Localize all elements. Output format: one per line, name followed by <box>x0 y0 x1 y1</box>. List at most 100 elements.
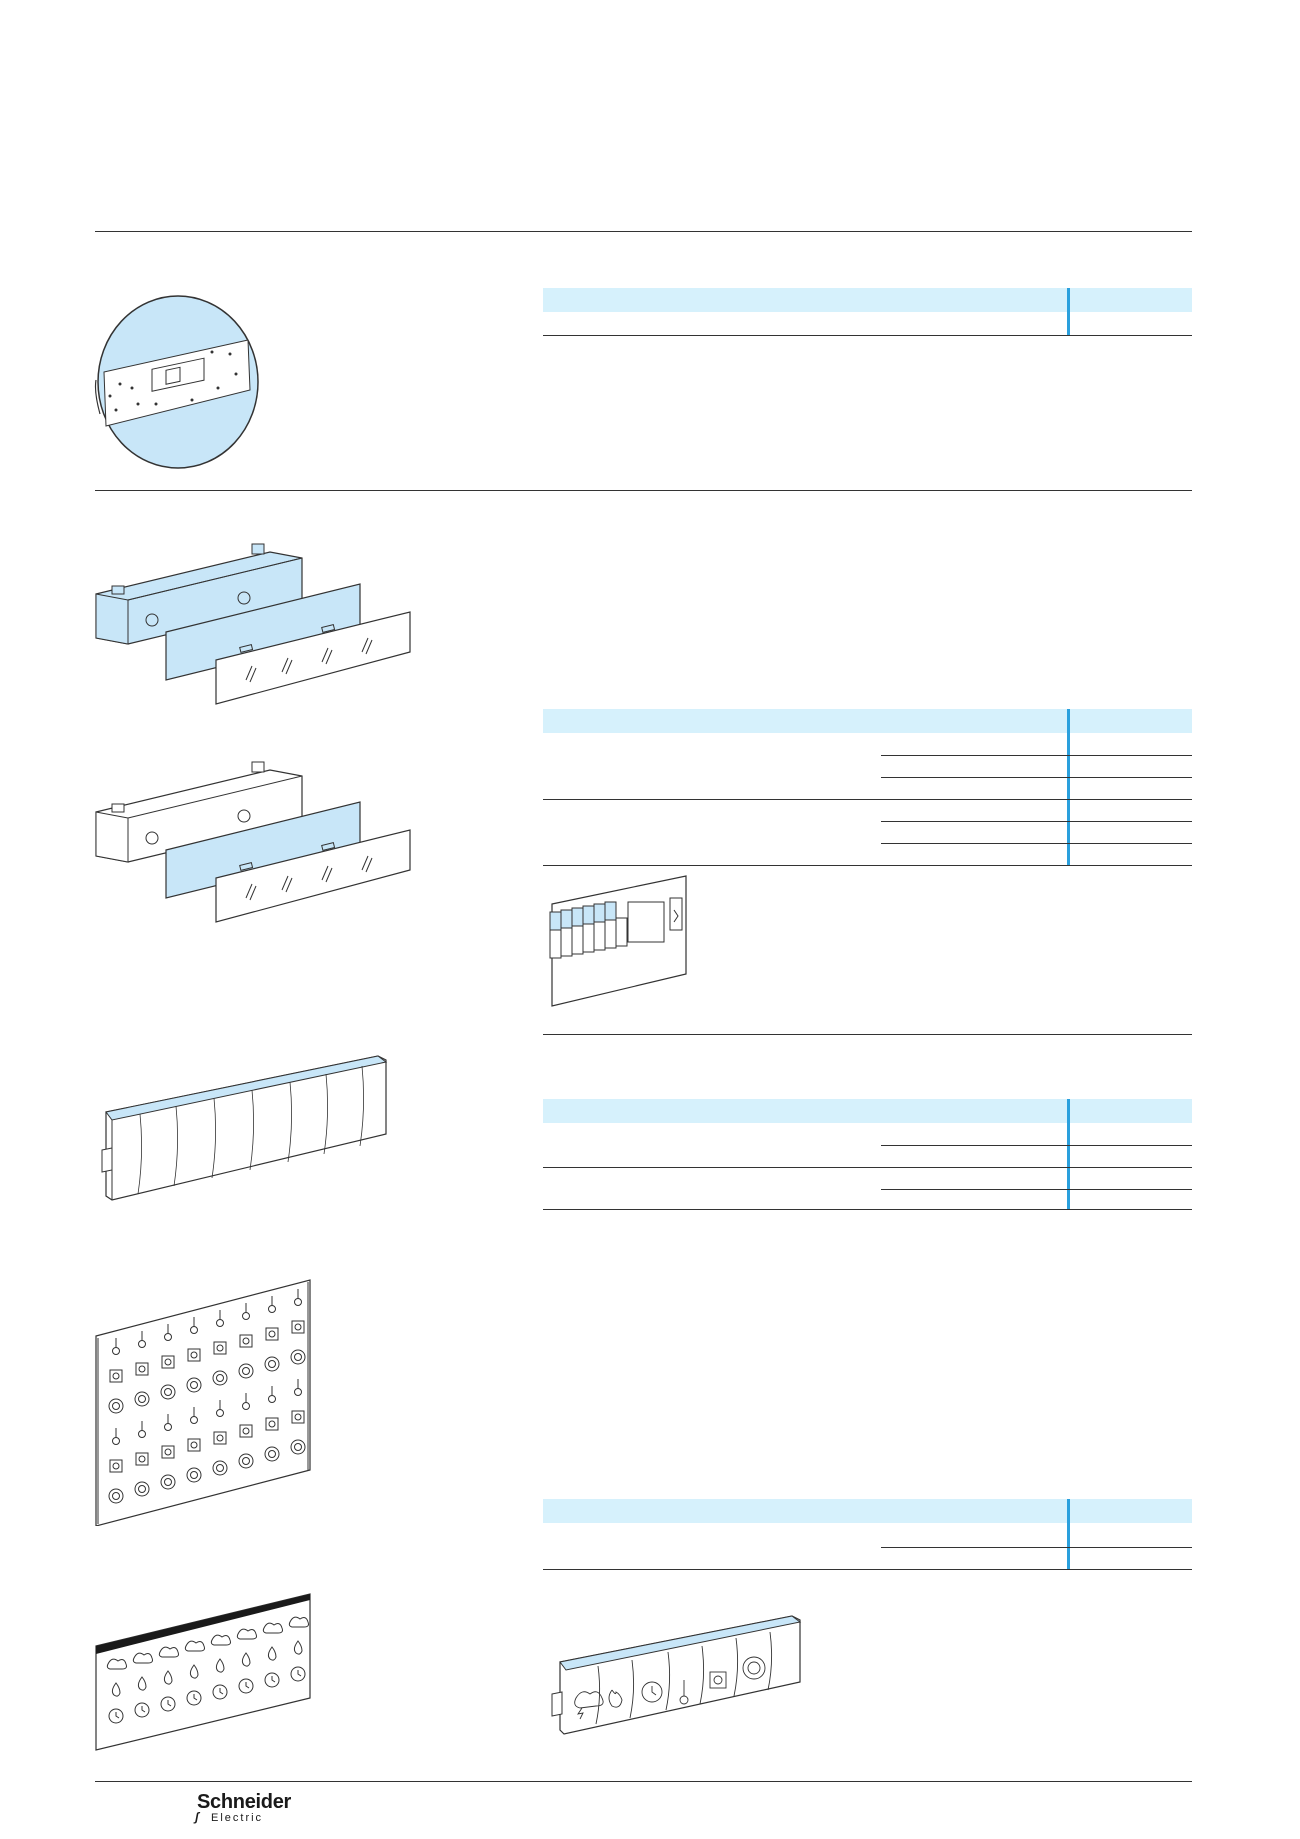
table-header <box>543 709 1192 733</box>
dial-icon <box>108 1488 124 1504</box>
table-header <box>543 1099 1192 1123</box>
clock-icon <box>134 1702 150 1718</box>
thermometer-bulb-icon <box>138 1340 146 1348</box>
switch-icon <box>291 1410 305 1424</box>
cloud-icon <box>236 1628 257 1640</box>
column-divider <box>1067 1099 1070 1209</box>
cloud-icon <box>158 1646 179 1658</box>
thermometer-bulb-icon <box>268 1395 276 1403</box>
switch-knob-icon <box>294 1323 302 1331</box>
table-row-line <box>543 1569 1192 1570</box>
dial-icon <box>108 1398 124 1414</box>
clock-hands-icon <box>297 1670 302 1677</box>
switch-knob-icon <box>138 1365 146 1373</box>
dial-center-icon <box>138 1395 146 1403</box>
table-row-line <box>881 821 1192 822</box>
switch-knob-icon <box>138 1455 146 1463</box>
round-cover-plate-illustration <box>92 292 260 472</box>
pictogram-sheet-small-illustration <box>92 1590 314 1752</box>
switch-icon <box>109 1369 123 1383</box>
switch-icon <box>213 1431 227 1445</box>
cloud-icon <box>262 1622 283 1634</box>
flame-icon <box>215 1658 225 1673</box>
clock-icon <box>290 1666 306 1682</box>
flame-icon <box>241 1652 251 1667</box>
thermometer-bulb-icon <box>190 1326 198 1334</box>
dial-center-icon <box>164 1478 172 1486</box>
table-header <box>543 288 1192 312</box>
clock-hands-icon <box>271 1676 276 1683</box>
label-holder-kit-white-illustration <box>92 760 422 930</box>
switch-knob-icon <box>242 1337 250 1345</box>
device-row-illustration <box>546 874 692 1010</box>
switch-icon <box>109 1459 123 1473</box>
cloud-icon <box>184 1640 205 1652</box>
reference-table-1 <box>543 288 1192 336</box>
switch-knob-icon <box>294 1413 302 1421</box>
column-divider <box>1067 288 1070 335</box>
table-row-line <box>543 799 1192 800</box>
switch-knob-icon <box>190 1351 198 1359</box>
dial-icon <box>264 1446 280 1462</box>
dial-icon <box>212 1460 228 1476</box>
switch-knob-icon <box>268 1330 276 1338</box>
logo-sub: Electric <box>211 1812 264 1824</box>
table-row-line <box>543 1209 1192 1210</box>
reference-table-4 <box>543 1499 1192 1570</box>
switch-icon <box>239 1424 253 1438</box>
switch-knob-icon <box>216 1434 224 1442</box>
dial-center-icon <box>294 1353 302 1361</box>
flame-icon <box>267 1646 277 1661</box>
switch-knob-icon <box>164 1358 172 1366</box>
pictogram-label-strip-illustration <box>548 1614 808 1744</box>
dial-center-icon <box>190 1381 198 1389</box>
column-divider <box>1067 709 1070 865</box>
thermometer-bulb-icon <box>112 1437 120 1445</box>
dial-icon <box>290 1439 306 1455</box>
dial-icon <box>160 1384 176 1400</box>
flame-icon <box>137 1676 147 1691</box>
clock-hands-icon <box>167 1700 172 1707</box>
dial-center-icon <box>190 1471 198 1479</box>
table-row-line <box>543 1167 1192 1168</box>
flame-icon <box>293 1640 303 1655</box>
clock-icon <box>264 1672 280 1688</box>
switch-knob-icon <box>242 1427 250 1435</box>
thermometer-bulb-icon <box>216 1409 224 1417</box>
clock-hands-icon <box>141 1706 146 1713</box>
cloud-icon <box>288 1616 309 1628</box>
flame-icon <box>189 1664 199 1679</box>
cloud-icon <box>132 1652 153 1664</box>
switch-knob-icon <box>216 1344 224 1352</box>
table-row-line <box>881 755 1192 756</box>
thermometer-bulb-icon <box>216 1319 224 1327</box>
thermometer-bulb-icon <box>294 1298 302 1306</box>
table-row-line <box>881 1145 1192 1146</box>
dial-icon <box>264 1356 280 1372</box>
dial-icon <box>238 1453 254 1469</box>
logo-name: Schneider <box>197 1791 291 1813</box>
switch-icon <box>135 1452 149 1466</box>
dial-center-icon <box>164 1388 172 1396</box>
column-divider <box>1067 1499 1070 1569</box>
clock-icon <box>212 1684 228 1700</box>
switch-icon <box>265 1417 279 1431</box>
dial-center-icon <box>268 1450 276 1458</box>
switch-icon <box>135 1362 149 1376</box>
switch-icon <box>265 1327 279 1341</box>
dial-icon <box>160 1474 176 1490</box>
dial-icon <box>134 1391 150 1407</box>
thermometer-bulb-icon <box>242 1312 250 1320</box>
table-row-line <box>881 1547 1192 1548</box>
section-divider-right <box>543 1034 1192 1035</box>
switch-knob-icon <box>112 1372 120 1380</box>
label-holder-kit-blue-illustration <box>92 542 422 712</box>
footer-divider <box>95 1781 1192 1782</box>
cloud-icon <box>106 1658 127 1670</box>
flame-icon <box>163 1670 173 1685</box>
switch-icon <box>291 1320 305 1334</box>
thermometer-bulb-icon <box>268 1305 276 1313</box>
thermometer-bulb-icon <box>138 1430 146 1438</box>
dial-icon <box>212 1370 228 1386</box>
